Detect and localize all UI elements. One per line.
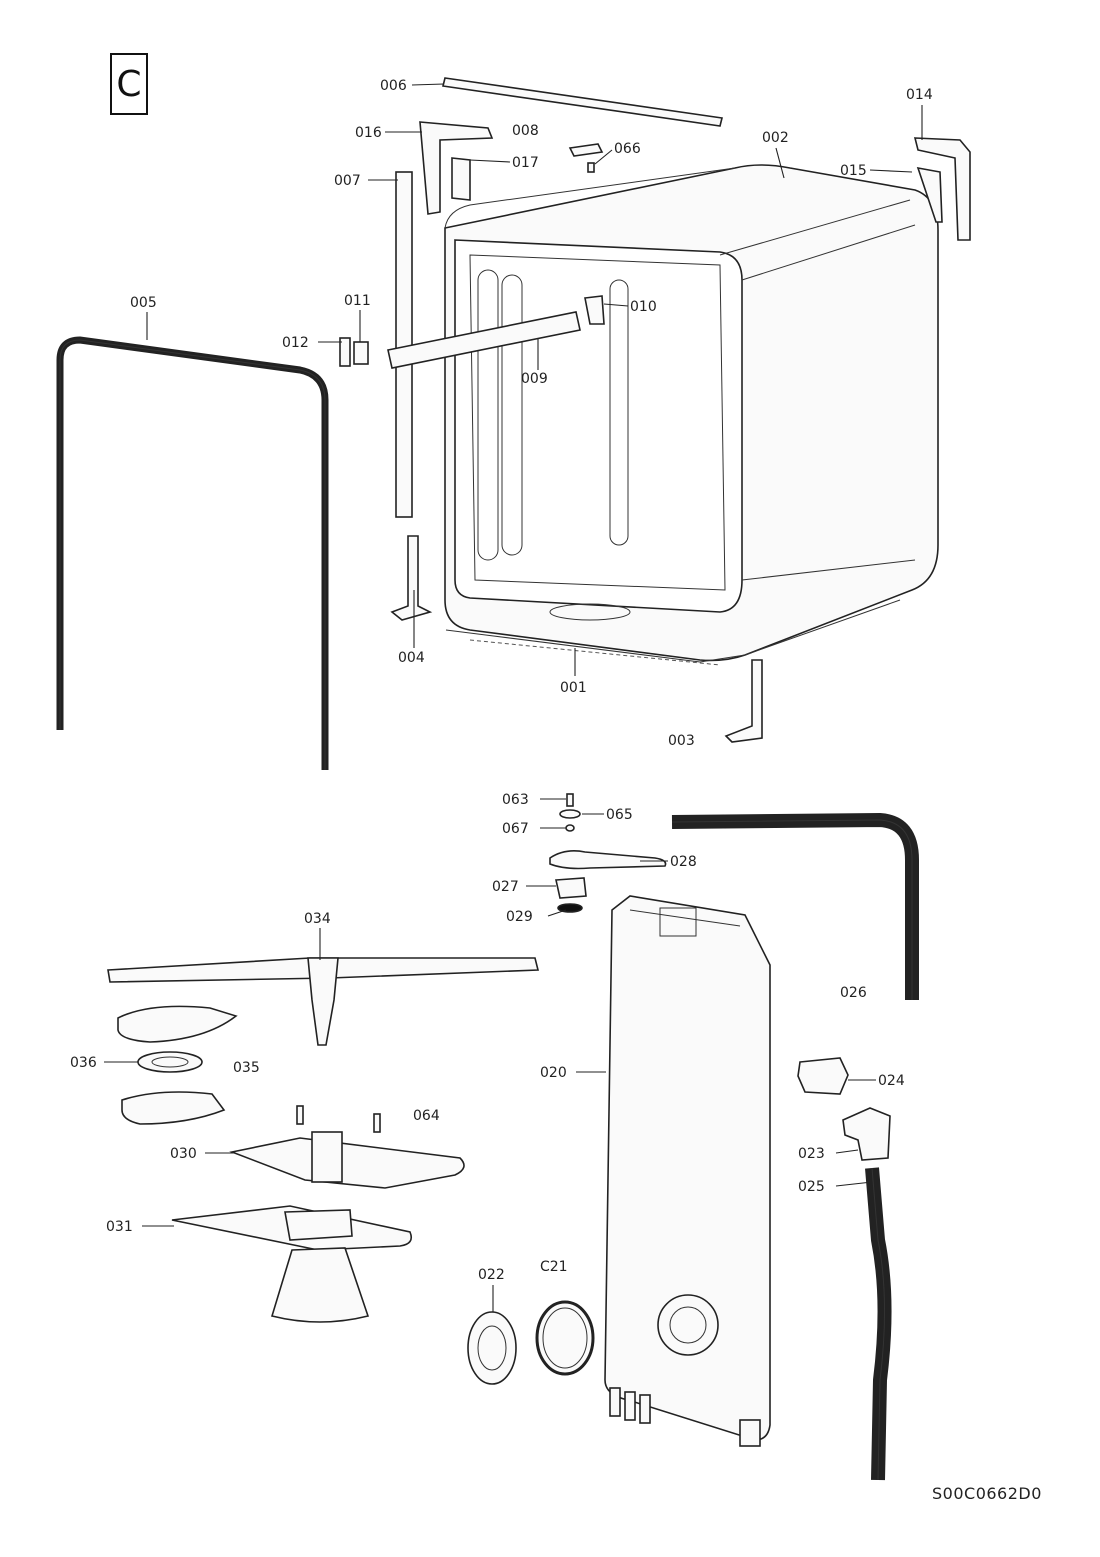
part-label: 065 [606,807,633,823]
strip-007 [395,171,413,518]
part-label: 008 [512,123,539,139]
side-panel-020 [604,895,771,1447]
part-label: 063 [502,792,529,808]
part-label: 030 [170,1146,197,1162]
part-label: C21 [540,1259,568,1275]
clip-008-066 [568,143,604,173]
part-label: 026 [840,985,867,1001]
part-label: 014 [906,87,933,103]
bracket-016-017 [419,121,494,215]
part-label: 025 [798,1179,825,1195]
foot-003 [724,659,763,743]
part-label: 017 [512,155,539,171]
part-label: 023 [798,1146,825,1162]
filter-base-031 [171,1205,413,1323]
part-label: 064 [413,1108,440,1124]
part-label: 022 [478,1267,505,1283]
foot-004 [390,535,433,621]
part-label: 012 [282,335,309,351]
drawing-code: S00C0662D0 [932,1484,1042,1503]
tub-drawing [444,164,939,666]
part-label: 035 [233,1060,260,1076]
spray-arm-parts-028-029 [549,850,667,913]
spray-arm-034 [107,957,540,1046]
part-label: 028 [670,854,697,870]
part-label: 004 [398,650,425,666]
crossbar-009 [387,311,581,369]
part-label: 016 [355,125,382,141]
part-label: 067 [502,821,529,837]
part-label: 001 [560,680,587,696]
clips-010-012 [339,295,605,367]
rings-035-036 [117,1005,238,1125]
part-label: 024 [878,1073,905,1089]
part-label: 005 [130,295,157,311]
part-label: 009 [521,371,548,387]
screws-063-065-067 [559,793,581,832]
part-labels: 006 014 016 008 066 002 017 015 007 005 … [70,78,933,1283]
part-label: 003 [668,733,695,749]
part-label: 010 [630,299,657,315]
part-label: 031 [106,1219,133,1235]
bracket-014-015 [913,137,971,241]
door-seal-005 [56,336,329,770]
valve-parts-023-025 [797,1057,892,1481]
part-label: 036 [70,1055,97,1071]
part-label: 002 [762,130,789,146]
section-letter: C [116,63,142,105]
part-label: 027 [492,879,519,895]
section-letter-box: C [110,53,148,115]
top-rail-006 [442,77,723,127]
part-label: 006 [380,78,407,94]
leader-lines [104,83,923,1312]
part-label: 011 [344,293,371,309]
filters-021-022 [467,1300,595,1385]
part-label: 015 [840,163,867,179]
part-label: 034 [304,911,331,927]
part-label: 029 [506,909,533,925]
cover-030 [229,1131,465,1189]
part-label: 020 [540,1065,567,1081]
hose-026 [671,812,919,1000]
screws-064 [296,1105,381,1133]
part-label: 066 [614,141,641,157]
part-label: 007 [334,173,361,189]
